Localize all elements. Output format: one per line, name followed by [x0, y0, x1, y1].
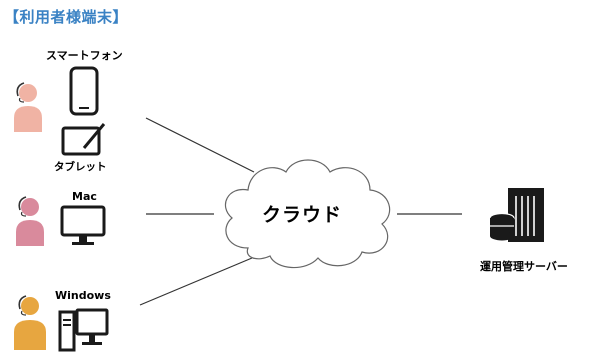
server-label: 運用管理サーバー	[480, 260, 568, 273]
cloud-icon	[225, 159, 391, 269]
section-title: 【利用者様端末】	[4, 8, 129, 26]
user-smartphone-tablet-icon	[14, 82, 42, 132]
user-windows-icon	[14, 295, 46, 350]
monitor-icon	[60, 205, 106, 245]
smartphone-label: スマートフォン	[46, 49, 123, 62]
windows-label: Windows	[55, 289, 111, 302]
line-mobile-to-cloud	[145, 117, 255, 173]
tablet-label: タブレット	[54, 161, 107, 173]
line-windows-to-cloud	[139, 257, 253, 306]
mac-label: Mac	[72, 190, 97, 203]
server-icon	[489, 188, 544, 242]
cloud-label: クラウド	[262, 204, 343, 226]
smartphone-icon	[69, 66, 99, 116]
desktop-pc-icon	[58, 308, 109, 352]
user-mac-icon	[16, 196, 44, 246]
tablet-icon	[61, 123, 106, 156]
